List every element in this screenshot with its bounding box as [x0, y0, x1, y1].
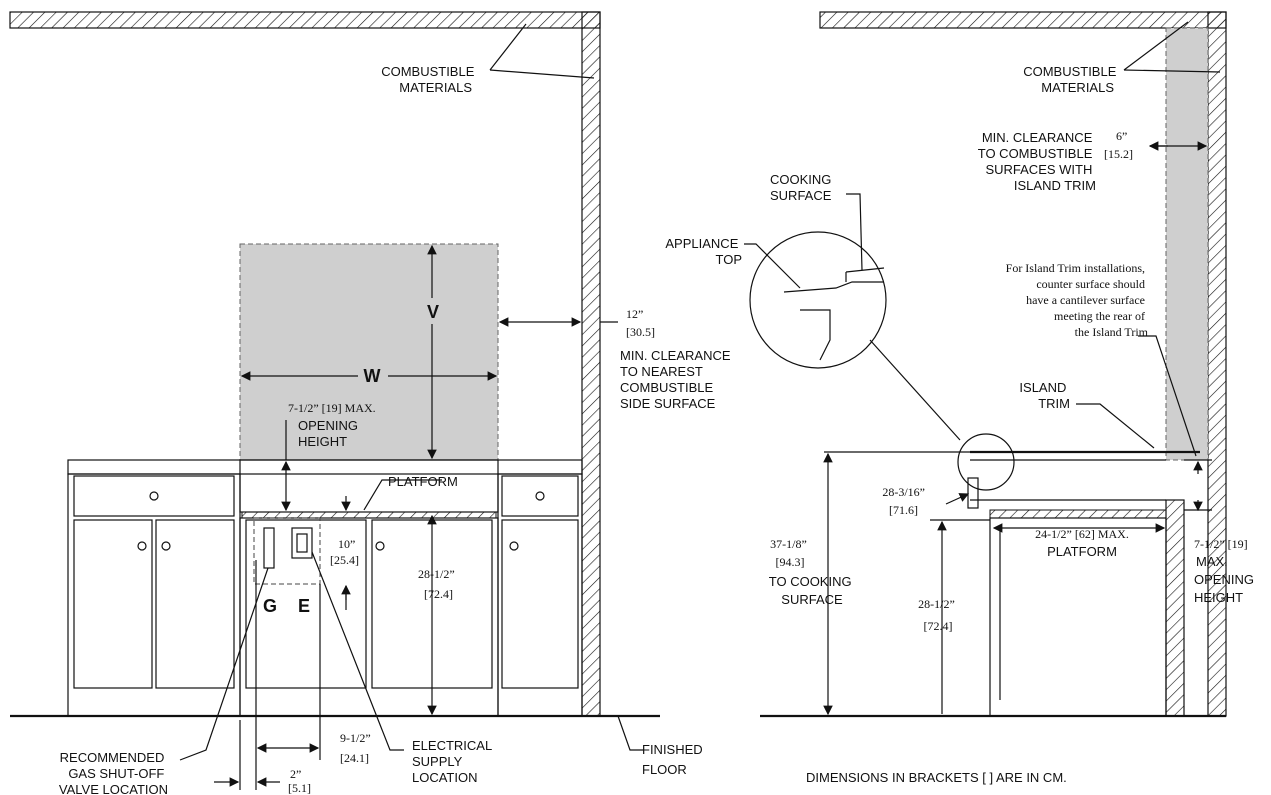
utility-zone: [253, 517, 321, 585]
right-combustible-leader-b: [1123, 69, 1221, 73]
left-side-wall: [581, 11, 601, 717]
clearance-zone: [239, 243, 499, 461]
dim-37-dims: 37-1/8” [94.3]: [770, 537, 810, 569]
rear-clearance-zone: [1165, 27, 1209, 461]
platform-leader: [363, 479, 442, 511]
v-label: V: [427, 302, 439, 322]
side-clearance-dims: 12” [30.5]: [626, 307, 655, 339]
right-cabinet-wall: [1165, 499, 1185, 717]
opening-height-label: OPENING HEIGHT: [298, 418, 362, 449]
rear-clearance-dims: 6” [15.2]: [1104, 129, 1133, 161]
right-section-view: COMBUSTIBLE MATERIALS MIN. CLEARANCE TO …: [665, 11, 1258, 718]
right-combustible-leader-a: [1123, 21, 1189, 71]
platform-board: [241, 511, 497, 519]
gas-valve-leader: [179, 567, 269, 761]
left-ceiling: [9, 11, 601, 29]
footnote: DIMENSIONS IN BRACKETS [ ] ARE IN CM.: [806, 770, 1067, 785]
island-trim-label: ISLAND TRIM: [1019, 380, 1070, 411]
combustible-leader-b: [489, 69, 595, 79]
rear-clearance-label: MIN. CLEARANCE TO COMBUSTIBLE SURFACES W…: [978, 130, 1096, 193]
right-drawer: [501, 475, 579, 517]
detail-cooking-surface: [845, 267, 885, 282]
gas-valve-shape: [263, 527, 275, 569]
outlet-face: [296, 533, 308, 553]
appliance-top-leader: [744, 243, 801, 289]
right-drawer-knob: [535, 491, 545, 501]
center-door-a: [245, 519, 367, 689]
electrical-label: ELECTRICAL SUPPLY LOCATION: [412, 738, 495, 785]
right-door-knob: [509, 541, 519, 551]
appliance-knob: [967, 477, 979, 509]
cantilever-leader: [1138, 335, 1197, 457]
two-inch-label: 2” [5.1]: [288, 767, 311, 795]
right-side-wall: [1207, 11, 1227, 717]
left-combustible-label: COMBUSTIBLE MATERIALS: [381, 64, 478, 95]
gas-label: G: [263, 596, 277, 616]
left-cabinet: [67, 473, 241, 717]
left-door-b: [155, 519, 235, 689]
detail-connector: [869, 339, 961, 441]
left-28-label: 28-1/2” [72.4]: [418, 567, 458, 601]
platform-label: PLATFORM: [388, 474, 458, 489]
dim-24-dims: 24-1/2” [62] MAX.: [1035, 527, 1129, 541]
electric-leader: [311, 551, 404, 751]
outlet-box: [291, 527, 313, 559]
detail-circle-small: [957, 433, 1015, 491]
cooktop-opening: [239, 459, 499, 513]
dim-37-label: TO COOKING SURFACE: [769, 574, 855, 607]
left-door-a-knob: [137, 541, 147, 551]
right-platform-board: [989, 509, 1167, 519]
island-note-label: For Island Trim installations, counter s…: [1006, 261, 1149, 339]
ten-inch-label: 10” [25.4]: [330, 537, 359, 567]
center-cabinet: [239, 517, 499, 717]
island-trim-leader: [1076, 403, 1155, 449]
v-label-bg: [422, 298, 444, 324]
left-door-a: [73, 519, 153, 689]
right-cabinet: [497, 473, 583, 717]
left-elevation-view: W V G E: [9, 11, 734, 795]
detail-circle-large: [749, 231, 887, 369]
w-label: W: [364, 366, 381, 386]
dim-28-right-label: 28-1/2” [72.4]: [918, 597, 958, 633]
center-door-b-knob: [375, 541, 385, 551]
detail-appliance-top: [783, 281, 884, 293]
opening-height-dims: 7-1/2” [19] MAX.: [288, 401, 376, 415]
left-countertop: [67, 459, 583, 475]
nine-inch-label: 9-1/2” [24.1]: [340, 731, 374, 765]
floor-leader: [617, 715, 644, 751]
cooking-surface-leader: [846, 193, 863, 271]
side-clearance-label: MIN. CLEARANCE TO NEAREST COMBUSTIBLE SI…: [620, 348, 734, 411]
gas-valve-label: RECOMMENDED GAS SHUT-OFF VALVE LOCATION: [59, 750, 168, 795]
left-drawer: [73, 475, 235, 517]
right-ceiling: [819, 11, 1227, 29]
appliance-top-label: APPLIANCE TOP: [665, 236, 742, 267]
left-door-b-knob: [161, 541, 171, 551]
finished-floor-label: FINISHED FLOOR: [642, 742, 706, 777]
opening-right-label: MAX. OPENING HEIGHT: [1194, 554, 1258, 605]
right-combustible-label: COMBUSTIBLE MATERIALS: [1023, 64, 1120, 95]
w-label-bg: [358, 364, 388, 386]
electric-label: E: [298, 596, 310, 616]
dim-28-3-16-arrow: [945, 493, 970, 505]
opening-right-dims: 7-1/2” [19]: [1194, 537, 1248, 551]
dim-28-3-16-label: 28-3/16” [71.6]: [882, 485, 928, 517]
detail-body: [800, 309, 831, 361]
combustible-leader-a: [489, 23, 527, 71]
left-drawer-knob: [149, 491, 159, 501]
dim-24-label: PLATFORM: [1047, 544, 1117, 559]
right-cabinet-body: [989, 517, 1167, 717]
cooking-surface-label: COOKING SURFACE: [770, 172, 835, 203]
right-door: [501, 519, 579, 689]
